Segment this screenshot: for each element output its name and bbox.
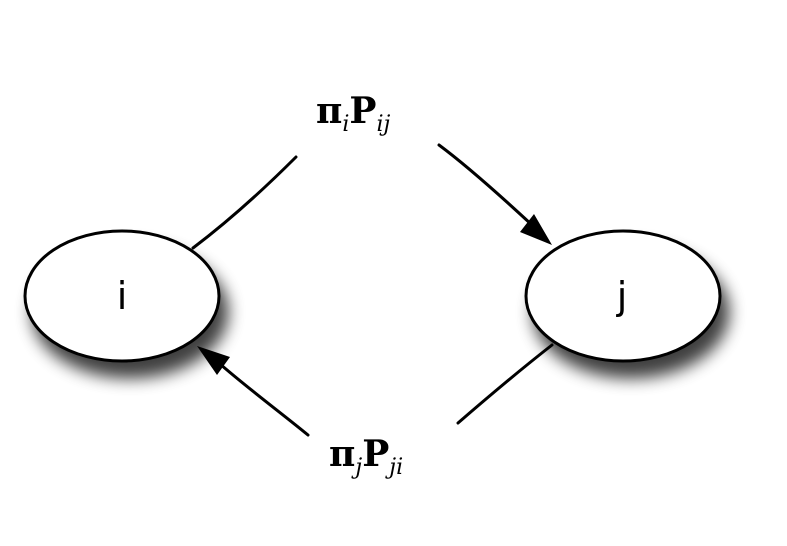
node-i-ellipse (23, 229, 221, 363)
node-j-ellipse (524, 229, 722, 363)
node-j-label: j (616, 274, 628, 318)
edge-i-to-j-line-arrow-segment (437, 143, 534, 227)
edge-i-to-j-line (191, 155, 298, 250)
edge-j-to-i-line-arrow-segment (218, 362, 310, 437)
edge-i-to-j-arrowhead (520, 214, 552, 245)
edge-i-to-j-label-p-sub: ij (376, 112, 390, 137)
edge-j-to-i-arrowhead (197, 346, 230, 375)
edge-i-to-j: πiPij (191, 90, 552, 250)
edge-j-to-i: πjPji (197, 343, 554, 480)
edge-j-to-i-label-pi: π (329, 433, 355, 475)
edge-i-to-j-label-p: P (349, 90, 376, 132)
edge-j-to-i-label-p: P (362, 433, 389, 475)
edge-j-to-i-label: πjPji (329, 433, 403, 480)
node-j: j (524, 229, 722, 363)
edge-j-to-i-line (456, 343, 554, 425)
edge-i-to-j-label-pi: π (316, 90, 342, 132)
edge-i-to-j-label: πiPij (316, 90, 391, 137)
edge-j-to-i-label-p-sub: ji (384, 455, 403, 480)
edge-i-to-j-label-pi-sub: i (342, 112, 349, 137)
node-i: i (23, 229, 221, 363)
node-i-label: i (117, 274, 128, 318)
